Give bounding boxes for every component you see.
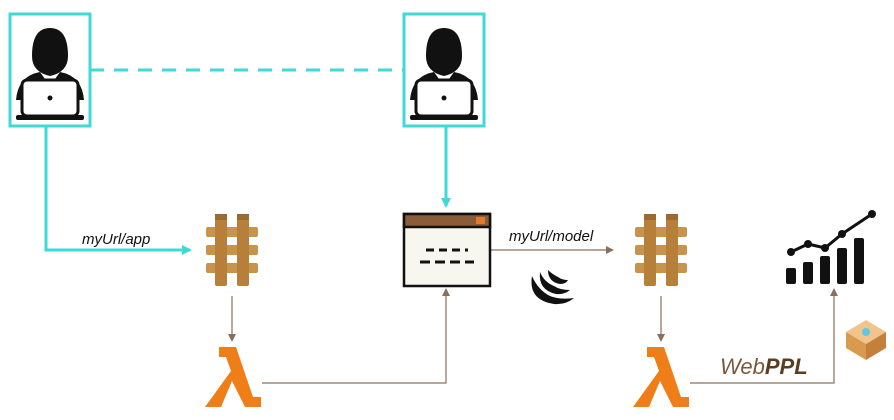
connector-lambda1-to-browser [262, 288, 450, 384]
arrow-user1-to-gateway [44, 126, 192, 255]
api-gateway-icon [635, 214, 687, 286]
lambda-icon [633, 347, 689, 407]
user-laptop-icon [402, 12, 486, 128]
api-gateway-icon [206, 214, 258, 286]
webppl-logo-part1: Web [720, 354, 765, 379]
jquery-icon [531, 270, 574, 305]
growth-chart-icon [786, 210, 876, 284]
webppl-logo-part2: PPL [765, 354, 808, 379]
app-route-label: myUrl/app [82, 231, 150, 248]
user-laptop-icon [8, 12, 92, 128]
browser-window-icon [402, 212, 492, 288]
model-route-label: myUrl/model [509, 228, 594, 245]
lambda-icon [205, 347, 261, 407]
webppl-logo-text: WebPPL [720, 354, 808, 379]
box-icon [846, 320, 886, 360]
connector-lambda2-to-chart [690, 288, 838, 384]
